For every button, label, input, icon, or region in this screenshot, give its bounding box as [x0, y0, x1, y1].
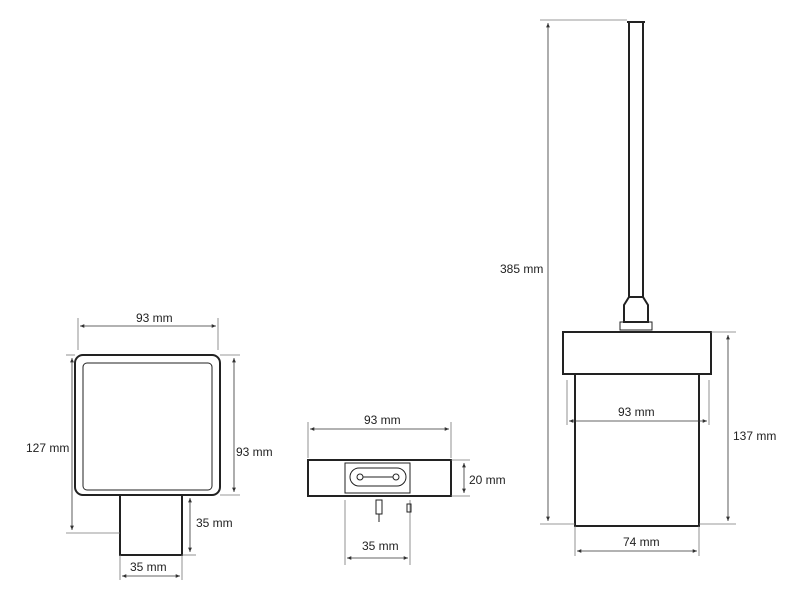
bracket-screw-right: [406, 503, 412, 513]
brush-handle: [628, 21, 644, 298]
front-width-label: 93 mm: [136, 311, 173, 325]
base-width-label: 74 mm: [623, 535, 660, 549]
bracket-slot: [349, 467, 407, 487]
overall-height-label: 385 mm: [500, 262, 543, 276]
front-neck: [119, 494, 183, 556]
front-outer-frame: [74, 354, 221, 496]
bracket-slot-frame: [344, 462, 411, 494]
front-height-label: 127 mm: [26, 441, 69, 455]
bracket-hole-right: [392, 473, 400, 481]
bracket-view: 93 mm 20 mm 35 mm: [307, 413, 506, 565]
front-inner-panel: [82, 362, 213, 491]
side-view: 385 mm 93 mm 137 mm 74 mm: [500, 19, 776, 556]
front-neck-width-label: 35 mm: [130, 560, 167, 574]
front-side-height-label: 93 mm: [236, 445, 273, 459]
bracket-screw: [375, 499, 383, 515]
holder-cup: [574, 373, 700, 527]
cup-width-label: 93 mm: [618, 405, 655, 419]
bracket-body: [307, 459, 452, 497]
holder-lid: [562, 331, 712, 375]
bracket-hole-spacing-label: 35 mm: [362, 539, 399, 553]
bracket-height-label: 20 mm: [469, 473, 506, 487]
handle-collar: [623, 296, 649, 323]
bracket-hole-left: [356, 473, 364, 481]
cup-height-label: 137 mm: [733, 429, 776, 443]
front-neck-height-label: 35 mm: [196, 516, 233, 530]
bracket-width-label: 93 mm: [364, 413, 401, 427]
front-view: 93 mm 127 mm 93 mm 35 mm 35 mm: [26, 311, 273, 580]
